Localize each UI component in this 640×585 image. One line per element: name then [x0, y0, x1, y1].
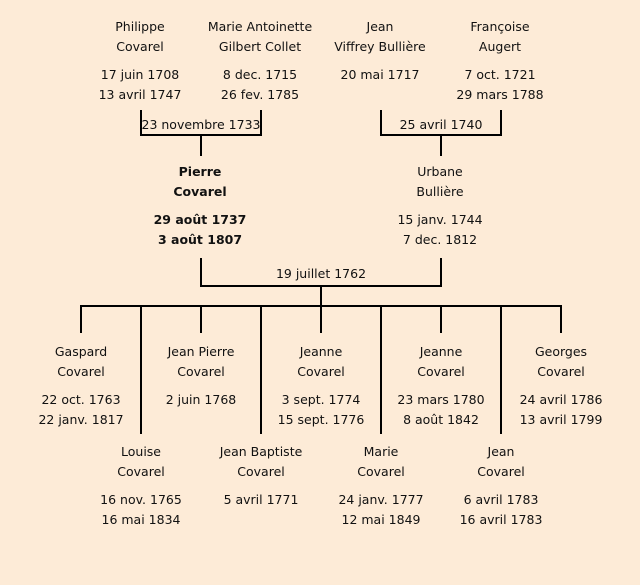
- person-first-name: Jeanne: [419, 344, 463, 359]
- person-last-name: Augert: [478, 39, 522, 54]
- person-last-name: Covarel: [477, 464, 525, 479]
- child-line: [560, 305, 562, 333]
- person-first-name: Marie: [363, 444, 399, 459]
- death-date: 7 dec. 1812: [402, 232, 478, 247]
- person-first-name: Marie Antoinette: [207, 19, 313, 34]
- birth-date: 29 août 1737: [153, 212, 247, 227]
- person-last-name: Covarel: [417, 364, 465, 379]
- death-date: 12 mai 1849: [341, 512, 421, 527]
- birth-date: 16 nov. 1765: [100, 492, 182, 507]
- bracket-line: [200, 258, 202, 286]
- birth-date: 24 avril 1786: [519, 392, 603, 407]
- death-date: 3 août 1807: [157, 232, 243, 247]
- person-first-name: Urbane: [417, 164, 463, 179]
- person-last-name: Covarel: [57, 364, 105, 379]
- marriage-date: 23 novembre 1733: [141, 117, 261, 132]
- person-first-name: Jean Pierre: [167, 344, 235, 359]
- child-line: [440, 305, 442, 333]
- child-line: [80, 305, 82, 333]
- death-date: 29 mars 1788: [456, 87, 544, 102]
- birth-date: 2 juin 1768: [165, 392, 237, 407]
- person-last-name: Covarel: [117, 464, 165, 479]
- birth-date: 8 dec. 1715: [222, 67, 298, 82]
- person-last-name: Covarel: [177, 364, 225, 379]
- person-last-name: Covarel: [173, 184, 227, 199]
- person-first-name: Jean Baptiste: [219, 444, 303, 459]
- person-first-name: Georges: [534, 344, 588, 359]
- death-date: 8 août 1842: [403, 412, 479, 427]
- person-first-name: Gaspard: [54, 344, 108, 359]
- birth-date: 17 juin 1708: [100, 67, 180, 82]
- birth-date: 23 mars 1780: [397, 392, 485, 407]
- birth-date: 15 janv. 1744: [397, 212, 483, 227]
- birth-date: 7 oct. 1721: [464, 67, 536, 82]
- child-line: [260, 305, 262, 434]
- person-first-name: Philippe: [115, 19, 165, 34]
- person-last-name: Covarel: [297, 364, 345, 379]
- child-line: [140, 305, 142, 434]
- bracket-line: [440, 258, 442, 286]
- birth-date: 5 avril 1771: [223, 492, 299, 507]
- birth-date: 6 avril 1783: [463, 492, 539, 507]
- bracket-line: [140, 110, 142, 136]
- death-date: 13 avril 1799: [519, 412, 603, 427]
- person-first-name: Jeanne: [299, 344, 343, 359]
- person-first-name: Françoise: [470, 19, 530, 34]
- child-line: [500, 305, 502, 434]
- child-line: [320, 305, 322, 333]
- marriage-date: 19 juillet 1762: [275, 266, 367, 281]
- person-last-name: Bullière: [416, 184, 464, 199]
- person-last-name: Covarel: [537, 364, 585, 379]
- death-date: 16 mai 1834: [101, 512, 181, 527]
- birth-date: 22 oct. 1763: [41, 392, 121, 407]
- person-last-name: Viffrey Bullière: [334, 39, 426, 54]
- person-last-name: Covarel: [237, 464, 285, 479]
- death-date: 26 fev. 1785: [220, 87, 300, 102]
- person-first-name: Jean: [366, 19, 394, 34]
- death-date: 15 sept. 1776: [277, 412, 365, 427]
- bracket-line: [260, 110, 262, 136]
- person-last-name: Covarel: [357, 464, 405, 479]
- death-date: 13 avril 1747: [98, 87, 182, 102]
- descent-line: [440, 134, 442, 156]
- marriage-date: 25 avril 1740: [399, 117, 483, 132]
- bracket-line: [380, 110, 382, 136]
- child-line: [200, 305, 202, 333]
- child-line: [380, 305, 382, 434]
- descent-line: [200, 134, 202, 156]
- death-date: 16 avril 1783: [459, 512, 543, 527]
- birth-date: 20 mai 1717: [340, 67, 420, 82]
- person-last-name: Gilbert Collet: [218, 39, 302, 54]
- descent-line: [320, 285, 322, 306]
- person-first-name: Jean: [487, 444, 515, 459]
- bracket-line: [500, 110, 502, 136]
- person-last-name: Covarel: [116, 39, 164, 54]
- person-first-name: Louise: [121, 444, 161, 459]
- birth-date: 3 sept. 1774: [281, 392, 361, 407]
- death-date: 22 janv. 1817: [38, 412, 124, 427]
- birth-date: 24 janv. 1777: [338, 492, 424, 507]
- person-first-name: Pierre: [178, 164, 222, 179]
